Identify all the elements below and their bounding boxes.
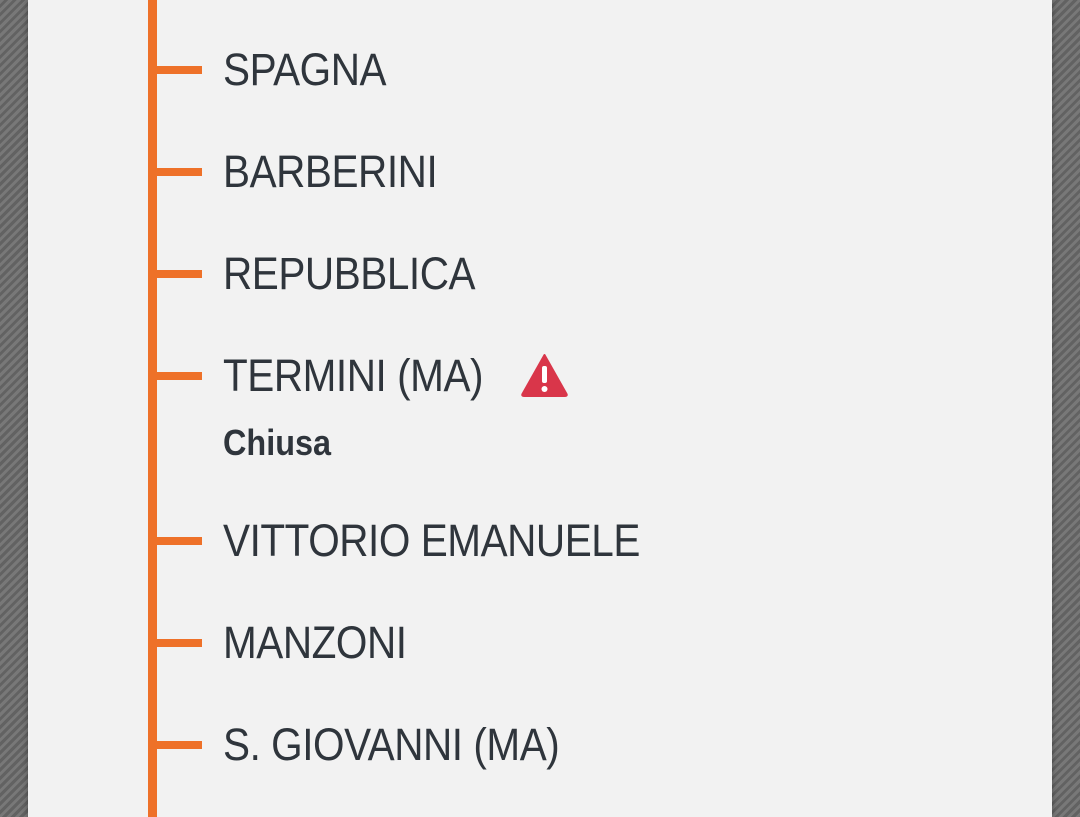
station-name-spagna[interactable]: SPAGNA [223,44,387,95]
station-status-label: Chiusa [223,422,332,463]
station-marker [157,537,202,545]
station-name-repubblica[interactable]: REPUBBLICA [223,248,476,299]
station-name-vittorio-emanuele[interactable]: VITTORIO EMANUELE [223,515,640,566]
station-name-barberini[interactable]: BARBERINI [223,146,438,197]
station-name-s-giovanni[interactable]: S. GIOVANNI (MA) [223,719,560,770]
station-marker [157,372,202,380]
metro-line-track [148,0,157,817]
station-name-termini[interactable]: TERMINI (MA) [223,350,484,401]
station-marker [157,270,202,278]
station-marker [157,168,202,176]
warning-icon [521,354,568,397]
station-name-manzoni[interactable]: MANZONI [223,617,407,668]
line-stations-panel: SPAGNA BARBERINI REPUBBLICA TERMINI (MA)… [28,0,1052,817]
station-marker [157,639,202,647]
station-marker [157,741,202,749]
station-marker [157,66,202,74]
